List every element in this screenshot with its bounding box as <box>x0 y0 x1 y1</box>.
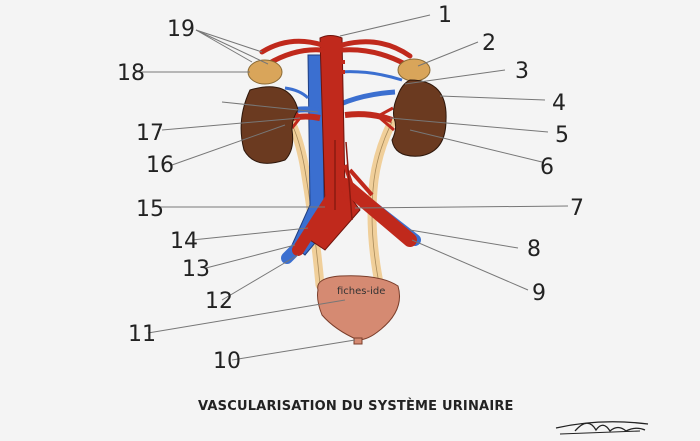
right-adrenal-gland <box>397 58 431 82</box>
label-7: 7 <box>570 196 584 221</box>
label-17: 17 <box>136 121 164 146</box>
label-15: 15 <box>136 197 164 222</box>
left-adrenal-gland <box>247 59 283 85</box>
artist-signature <box>555 421 649 435</box>
label-4: 4 <box>552 91 566 116</box>
label-6: 6 <box>540 155 554 180</box>
label-9: 9 <box>532 281 546 306</box>
label-5: 5 <box>555 123 569 148</box>
inferior-mesenteric-artery <box>338 164 374 206</box>
watermark-text: fiches-ide <box>337 286 385 297</box>
adrenal-arteries <box>259 38 413 67</box>
label-18: 18 <box>117 61 145 86</box>
left-renal-artery <box>292 113 321 121</box>
label-13: 13 <box>182 257 210 282</box>
label-10: 10 <box>213 349 241 374</box>
label-1: 1 <box>438 3 452 28</box>
right-renal-artery <box>344 111 394 123</box>
right-kidney <box>391 79 447 157</box>
diagram-title: VASCULARISATION DU SYSTÈME URINAIRE <box>198 398 514 414</box>
label-16: 16 <box>146 153 174 178</box>
label-8: 8 <box>527 237 541 262</box>
leader-lines <box>142 14 569 361</box>
label-14: 14 <box>170 229 198 254</box>
label-2: 2 <box>482 31 496 56</box>
urethra <box>353 337 363 345</box>
gonadal-arteries <box>334 140 353 221</box>
left-kidney <box>240 86 299 164</box>
label-19: 19 <box>167 17 195 42</box>
left-common-iliac-artery <box>292 194 336 256</box>
right-adrenal-vein <box>339 70 403 82</box>
label-3: 3 <box>515 59 529 84</box>
label-11: 11 <box>128 322 156 347</box>
bladder <box>317 275 400 341</box>
left-adrenal-vein <box>284 86 310 100</box>
label-12: 12 <box>205 289 233 314</box>
